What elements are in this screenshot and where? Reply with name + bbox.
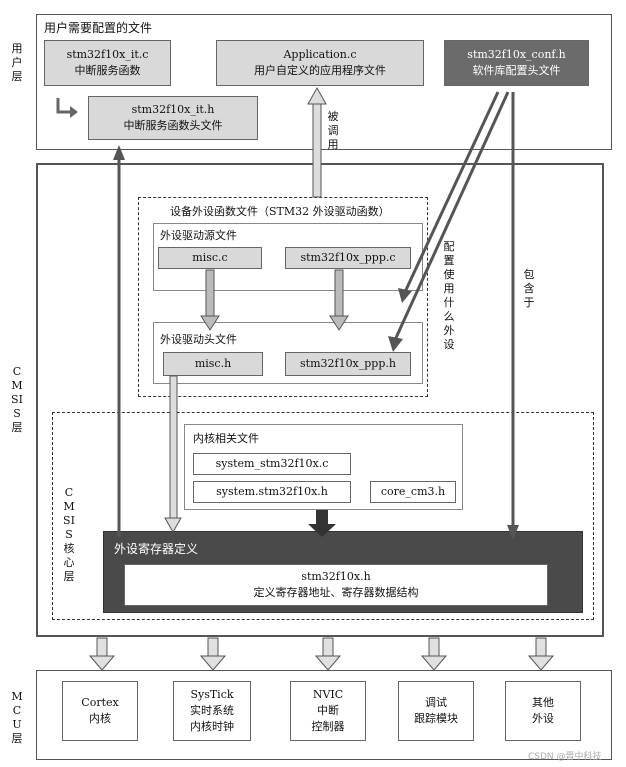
mcu-other-box: 其他 外设	[505, 681, 581, 741]
mcu-cortex-line1: Cortex	[81, 696, 119, 709]
mcu-debug-line1: 调试	[425, 696, 447, 709]
mcu-nvic-line1: NVIC	[312, 688, 344, 701]
system-c-box: system_stm32f10x.c	[193, 453, 351, 475]
config-arrow-head-icon	[388, 336, 403, 352]
config-use-label: 配置使用什么外设	[443, 240, 455, 351]
ppp-h-box: stm32f10x_ppp.h	[285, 352, 411, 376]
core-files-section	[184, 424, 463, 510]
config-arrow-line-2	[403, 91, 500, 293]
misc-h-box: misc.h	[163, 352, 263, 376]
application-c-name: Application.c	[283, 48, 357, 61]
misc-arrow-head-icon	[200, 315, 220, 331]
system-h-box: system.stm32f10x.h	[193, 481, 351, 503]
user-section-title: 用户需要配置的文件	[44, 21, 153, 35]
it-h-name: stm32f10x_it.h	[131, 103, 215, 116]
mcu-down-arrows	[88, 637, 555, 671]
watermark: CSDN @晋中科技	[528, 752, 602, 762]
bent-arrow-head-icon	[70, 106, 78, 118]
include-label: 包含于	[523, 268, 535, 309]
config-arrow-line	[393, 91, 510, 341]
stm32-h-box: stm32f10x.h 定义寄存器地址、寄存器数据结构	[124, 564, 548, 606]
misc-h-name: misc.h	[194, 357, 232, 370]
core-cm3-box: core_cm3.h	[370, 481, 456, 503]
layer-label-mcu: MCU层	[11, 690, 23, 745]
mcu-nvic-line3: 控制器	[311, 720, 345, 733]
misc-c-name: misc.c	[192, 251, 228, 264]
mcu-other-line1: 其他	[532, 696, 554, 709]
ppp-arrow-head-icon	[329, 315, 349, 331]
called-label: 被调用	[327, 110, 339, 151]
conf-h-name: stm32f10x_conf.h	[467, 48, 566, 61]
mcu-systick-line1: SysTick	[190, 688, 234, 701]
peripheral-header-title: 外设驱动头文件	[160, 333, 237, 346]
mcu-layer-section	[36, 670, 612, 760]
ppp-c-box: stm32f10x_ppp.c	[285, 247, 411, 269]
it-c-name: stm32f10x_it.c	[66, 48, 149, 61]
it-h-desc: 中断服务函数头文件	[123, 119, 223, 132]
include-arrow-head-icon	[507, 525, 519, 540]
ppp-c-name: stm32f10x_ppp.c	[300, 251, 396, 264]
cmsis-core-label: CMSIS核心层	[63, 486, 75, 583]
misc-arrow-shaft	[205, 269, 215, 319]
application-c-box: Application.c 用户自定义的应用程序文件	[216, 40, 424, 86]
system-h-name: system.stm32f10x.h	[216, 485, 328, 498]
mcu-systick-line3: 内核时钟	[190, 720, 234, 733]
mcu-nvic-line2: 中断	[317, 704, 339, 717]
stm32-h-desc: 定义寄存器地址、寄存器数据结构	[253, 586, 419, 599]
it-h-up-arrow-head-icon	[113, 145, 125, 160]
bent-arrow-icon	[56, 98, 70, 114]
core-down-arrow-head-icon	[308, 524, 336, 537]
mcu-debug-box: 调试 跟踪模块	[398, 681, 474, 741]
called-arrow-shaft	[312, 103, 322, 198]
mcu-systick-box: SysTick 实时系统 内核时钟	[173, 681, 251, 741]
called-arrow-head-icon	[307, 86, 327, 105]
ppp-arrow-shaft	[334, 269, 344, 319]
core-files-title: 内核相关文件	[193, 432, 259, 445]
config-arrow-head-2-icon	[398, 288, 412, 303]
misc-h-down-arrow-head-icon	[164, 517, 182, 534]
user-layer-section	[36, 14, 612, 150]
it-h-box: stm32f10x_it.h 中断服务函数头文件	[88, 96, 258, 140]
peripheral-files-title: 设备外设函数文件（STM32 外设驱动函数）	[170, 205, 390, 218]
misc-c-box: misc.c	[158, 247, 262, 269]
conf-h-box: stm32f10x_conf.h 软件库配置头文件	[444, 40, 589, 86]
stm32-h-name: stm32f10x.h	[301, 570, 371, 583]
mcu-nvic-box: NVIC 中断 控制器	[290, 681, 366, 741]
system-c-name: system_stm32f10x.c	[215, 457, 329, 470]
it-c-box: stm32f10x_it.c 中断服务函数	[44, 40, 171, 86]
peripheral-files-section	[138, 197, 428, 397]
ppp-h-name: stm32f10x_ppp.h	[300, 357, 396, 370]
it-c-desc: 中断服务函数	[74, 64, 141, 77]
mcu-cortex-line2: 内核	[89, 712, 111, 725]
layer-label-cmsis: CMSIS层	[11, 365, 23, 434]
misc-h-down-arrow-shaft	[169, 375, 178, 520]
cmsis-core-section	[52, 412, 594, 620]
mcu-other-line2: 外设	[532, 712, 554, 725]
application-c-desc: 用户自定义的应用程序文件	[254, 64, 386, 77]
conf-h-desc: 软件库配置头文件	[472, 64, 561, 77]
register-definition-title: 外设寄存器定义	[114, 542, 199, 556]
core-down-arrow-shaft	[316, 510, 328, 526]
core-cm3-name: core_cm3.h	[380, 485, 446, 498]
mcu-systick-line2: 实时系统	[190, 704, 234, 717]
peripheral-header-section	[153, 322, 423, 384]
mcu-debug-line2: 跟踪模块	[414, 712, 458, 725]
mcu-cortex-box: Cortex 内核	[62, 681, 138, 741]
layer-label-user: 用户层	[11, 42, 23, 83]
peripheral-source-title: 外设驱动源文件	[160, 229, 237, 242]
